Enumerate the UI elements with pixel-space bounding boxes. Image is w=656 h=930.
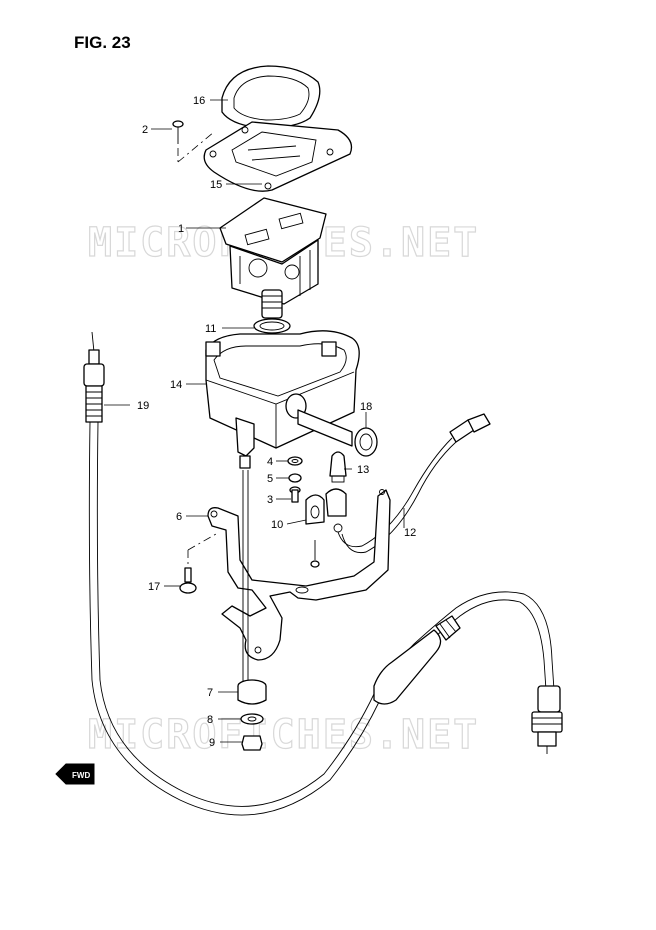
part-11-oring[interactable]	[253, 318, 291, 334]
bracket-screw[interactable]	[310, 540, 320, 568]
part-14-case[interactable]	[205, 330, 360, 469]
part-9-nut[interactable]	[241, 735, 263, 751]
callout-7: 7	[207, 687, 213, 699]
part-12-harness[interactable]	[337, 413, 491, 554]
callout-18: 18	[360, 401, 372, 413]
leader-lines	[104, 99, 405, 743]
callout-6: 6	[176, 511, 182, 523]
callout-4: 4	[267, 456, 273, 468]
callout-3: 3	[267, 494, 273, 506]
callout-1: 1	[178, 223, 184, 235]
callout-9: 9	[209, 737, 215, 749]
callout-5: 5	[267, 473, 273, 485]
callout-16: 16	[193, 95, 205, 107]
part-3-screw[interactable]	[289, 486, 301, 503]
watermark-bottom: MICROFICHES.NET	[88, 712, 479, 758]
callout-2: 2	[142, 124, 148, 136]
callout-labels: 16 2 15 1 11 14 19 18 4 13 5 3 6 10 12 1…	[137, 95, 416, 749]
fwd-label: FWD	[72, 771, 90, 780]
callout-10: 10	[271, 519, 283, 531]
part-10-socket[interactable]	[305, 488, 347, 533]
part-17-screw[interactable]	[179, 533, 217, 594]
part-8-washer[interactable]	[240, 713, 264, 725]
part-4-washer[interactable]	[287, 456, 303, 466]
part-19-cable[interactable]	[83, 331, 563, 816]
part-18-knob[interactable]	[297, 409, 378, 457]
part-7-grommet[interactable]	[237, 679, 267, 705]
callout-8: 8	[207, 714, 213, 726]
part-6-bracket[interactable]	[207, 489, 391, 661]
callout-19: 19	[137, 400, 149, 412]
figure-title: FIG. 23	[74, 33, 131, 52]
part-1-meter[interactable]	[219, 197, 327, 319]
callout-12: 12	[404, 527, 416, 539]
callout-13: 13	[357, 464, 369, 476]
callout-11: 11	[205, 323, 216, 335]
callout-17: 17	[148, 581, 160, 593]
part-5-nut[interactable]	[288, 473, 302, 483]
part-2-screw[interactable]	[172, 120, 215, 163]
callout-14: 14	[170, 379, 182, 391]
part-16-cover[interactable]	[221, 65, 321, 129]
fwd-arrow-badge: FWD	[55, 763, 95, 785]
callout-15: 15	[210, 179, 222, 191]
part-13-bulb[interactable]	[329, 451, 347, 483]
part-15-bezel[interactable]	[203, 121, 353, 192]
